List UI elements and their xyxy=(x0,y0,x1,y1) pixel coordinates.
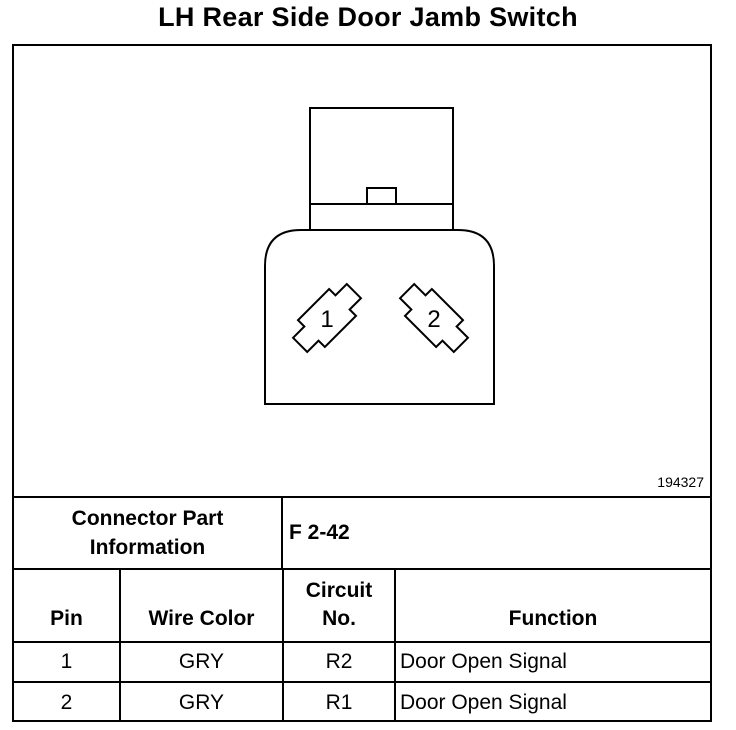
row-1-wire-color: GRY xyxy=(119,641,284,683)
connector-part-number: F 2-42 xyxy=(289,521,350,544)
terminal-1-label: 1 xyxy=(320,306,333,333)
row-2-function: Door Open Signal xyxy=(394,681,710,722)
row-1-function: Door Open Signal xyxy=(394,641,710,683)
connector-face xyxy=(264,229,495,405)
connector-drawing: 1 2 xyxy=(264,107,495,405)
header-circuit-line2: No. xyxy=(322,607,356,630)
table-row: 1 GRY R2 Door Open Signal xyxy=(14,641,710,683)
header-circuit-line1: Circuit xyxy=(305,579,373,602)
header-wire-color: Wire Color xyxy=(119,570,284,643)
latch-tab xyxy=(366,187,397,205)
connector-diagram: 1 2 xyxy=(14,46,710,498)
pin-table: Pin Wire Color Circuit No. Function 1 GR… xyxy=(14,570,710,722)
latch-lower-band xyxy=(309,203,454,231)
info-label-line2: Information xyxy=(89,536,206,559)
info-label-line1: Connector Part xyxy=(71,507,224,530)
header-circuit: Circuit No. xyxy=(282,570,396,643)
connector-info-label: Connector Part Information xyxy=(14,498,283,568)
row-2-pin: 2 xyxy=(14,681,121,722)
row-2-wire-color: GRY xyxy=(119,681,284,722)
row-1-pin: 1 xyxy=(14,641,121,683)
row-1-circuit: R2 xyxy=(282,641,396,683)
terminal-2-label: 2 xyxy=(427,306,440,333)
row-2-circuit: R1 xyxy=(282,681,396,722)
terminal-2-cavity xyxy=(398,282,470,354)
table-row: 2 GRY R1 Door Open Signal xyxy=(14,681,710,722)
figure-number: 194327 xyxy=(657,474,704,490)
connector-info-row: Connector Part Information F 2-42 xyxy=(14,498,710,570)
connector-sheet: 1 2 194327 Connector Part Information F … xyxy=(12,44,712,722)
header-function: Function xyxy=(394,570,710,643)
page-title: LH Rear Side Door Jamb Switch xyxy=(158,2,578,32)
table-header-row: Pin Wire Color Circuit No. Function xyxy=(14,570,710,643)
header-pin: Pin xyxy=(14,570,121,643)
terminal-1-cavity xyxy=(291,282,363,354)
